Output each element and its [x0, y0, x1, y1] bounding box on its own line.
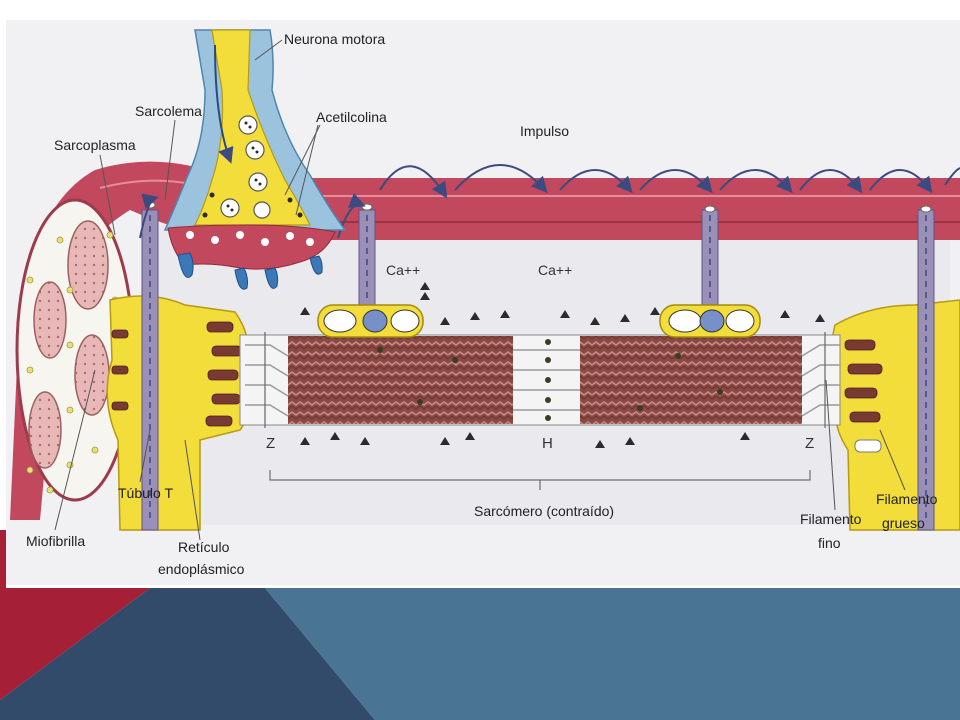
motor-end-plate	[167, 224, 336, 290]
label-reticulo-1: Retículo	[178, 539, 230, 555]
terminal-cisternae	[317, 304, 761, 338]
labels: Neurona motora Sarcolema Acetilcolina Sa…	[26, 31, 938, 577]
label-acetilcolina: Acetilcolina	[316, 109, 387, 125]
label-tubulo-t: Túbulo T	[118, 485, 173, 501]
label-h-band: H	[542, 435, 553, 452]
footer-band	[0, 530, 960, 720]
label-filamento-grueso-1: Filamento	[876, 491, 938, 507]
label-filamento-grueso-2: grueso	[882, 515, 925, 531]
label-miofibrilla: Miofibrilla	[26, 533, 85, 549]
leader-lines	[54, 39, 906, 541]
impulse-arrows	[139, 164, 933, 239]
label-filamento-fino-2: fino	[818, 535, 841, 551]
calcium-ions	[300, 282, 825, 448]
label-ca-center: Ca++	[538, 262, 572, 278]
label-filamento-fino-1: Filamento	[800, 511, 862, 527]
label-reticulo-2: endoplásmico	[158, 561, 245, 577]
label-ca-left: Ca++	[386, 262, 420, 278]
label-z-right: Z	[805, 435, 814, 452]
label-z-left: Z	[266, 435, 275, 452]
label-sarcoplasma: Sarcoplasma	[54, 137, 136, 153]
label-impulso: Impulso	[520, 123, 569, 139]
myofibril-sarcomere	[239, 332, 841, 428]
motor-neuron	[163, 29, 347, 231]
label-sarcolema: Sarcolema	[135, 103, 202, 119]
label-neurona-motora: Neurona motora	[284, 31, 385, 47]
label-sarcomero: Sarcómero (contraído)	[474, 503, 614, 519]
